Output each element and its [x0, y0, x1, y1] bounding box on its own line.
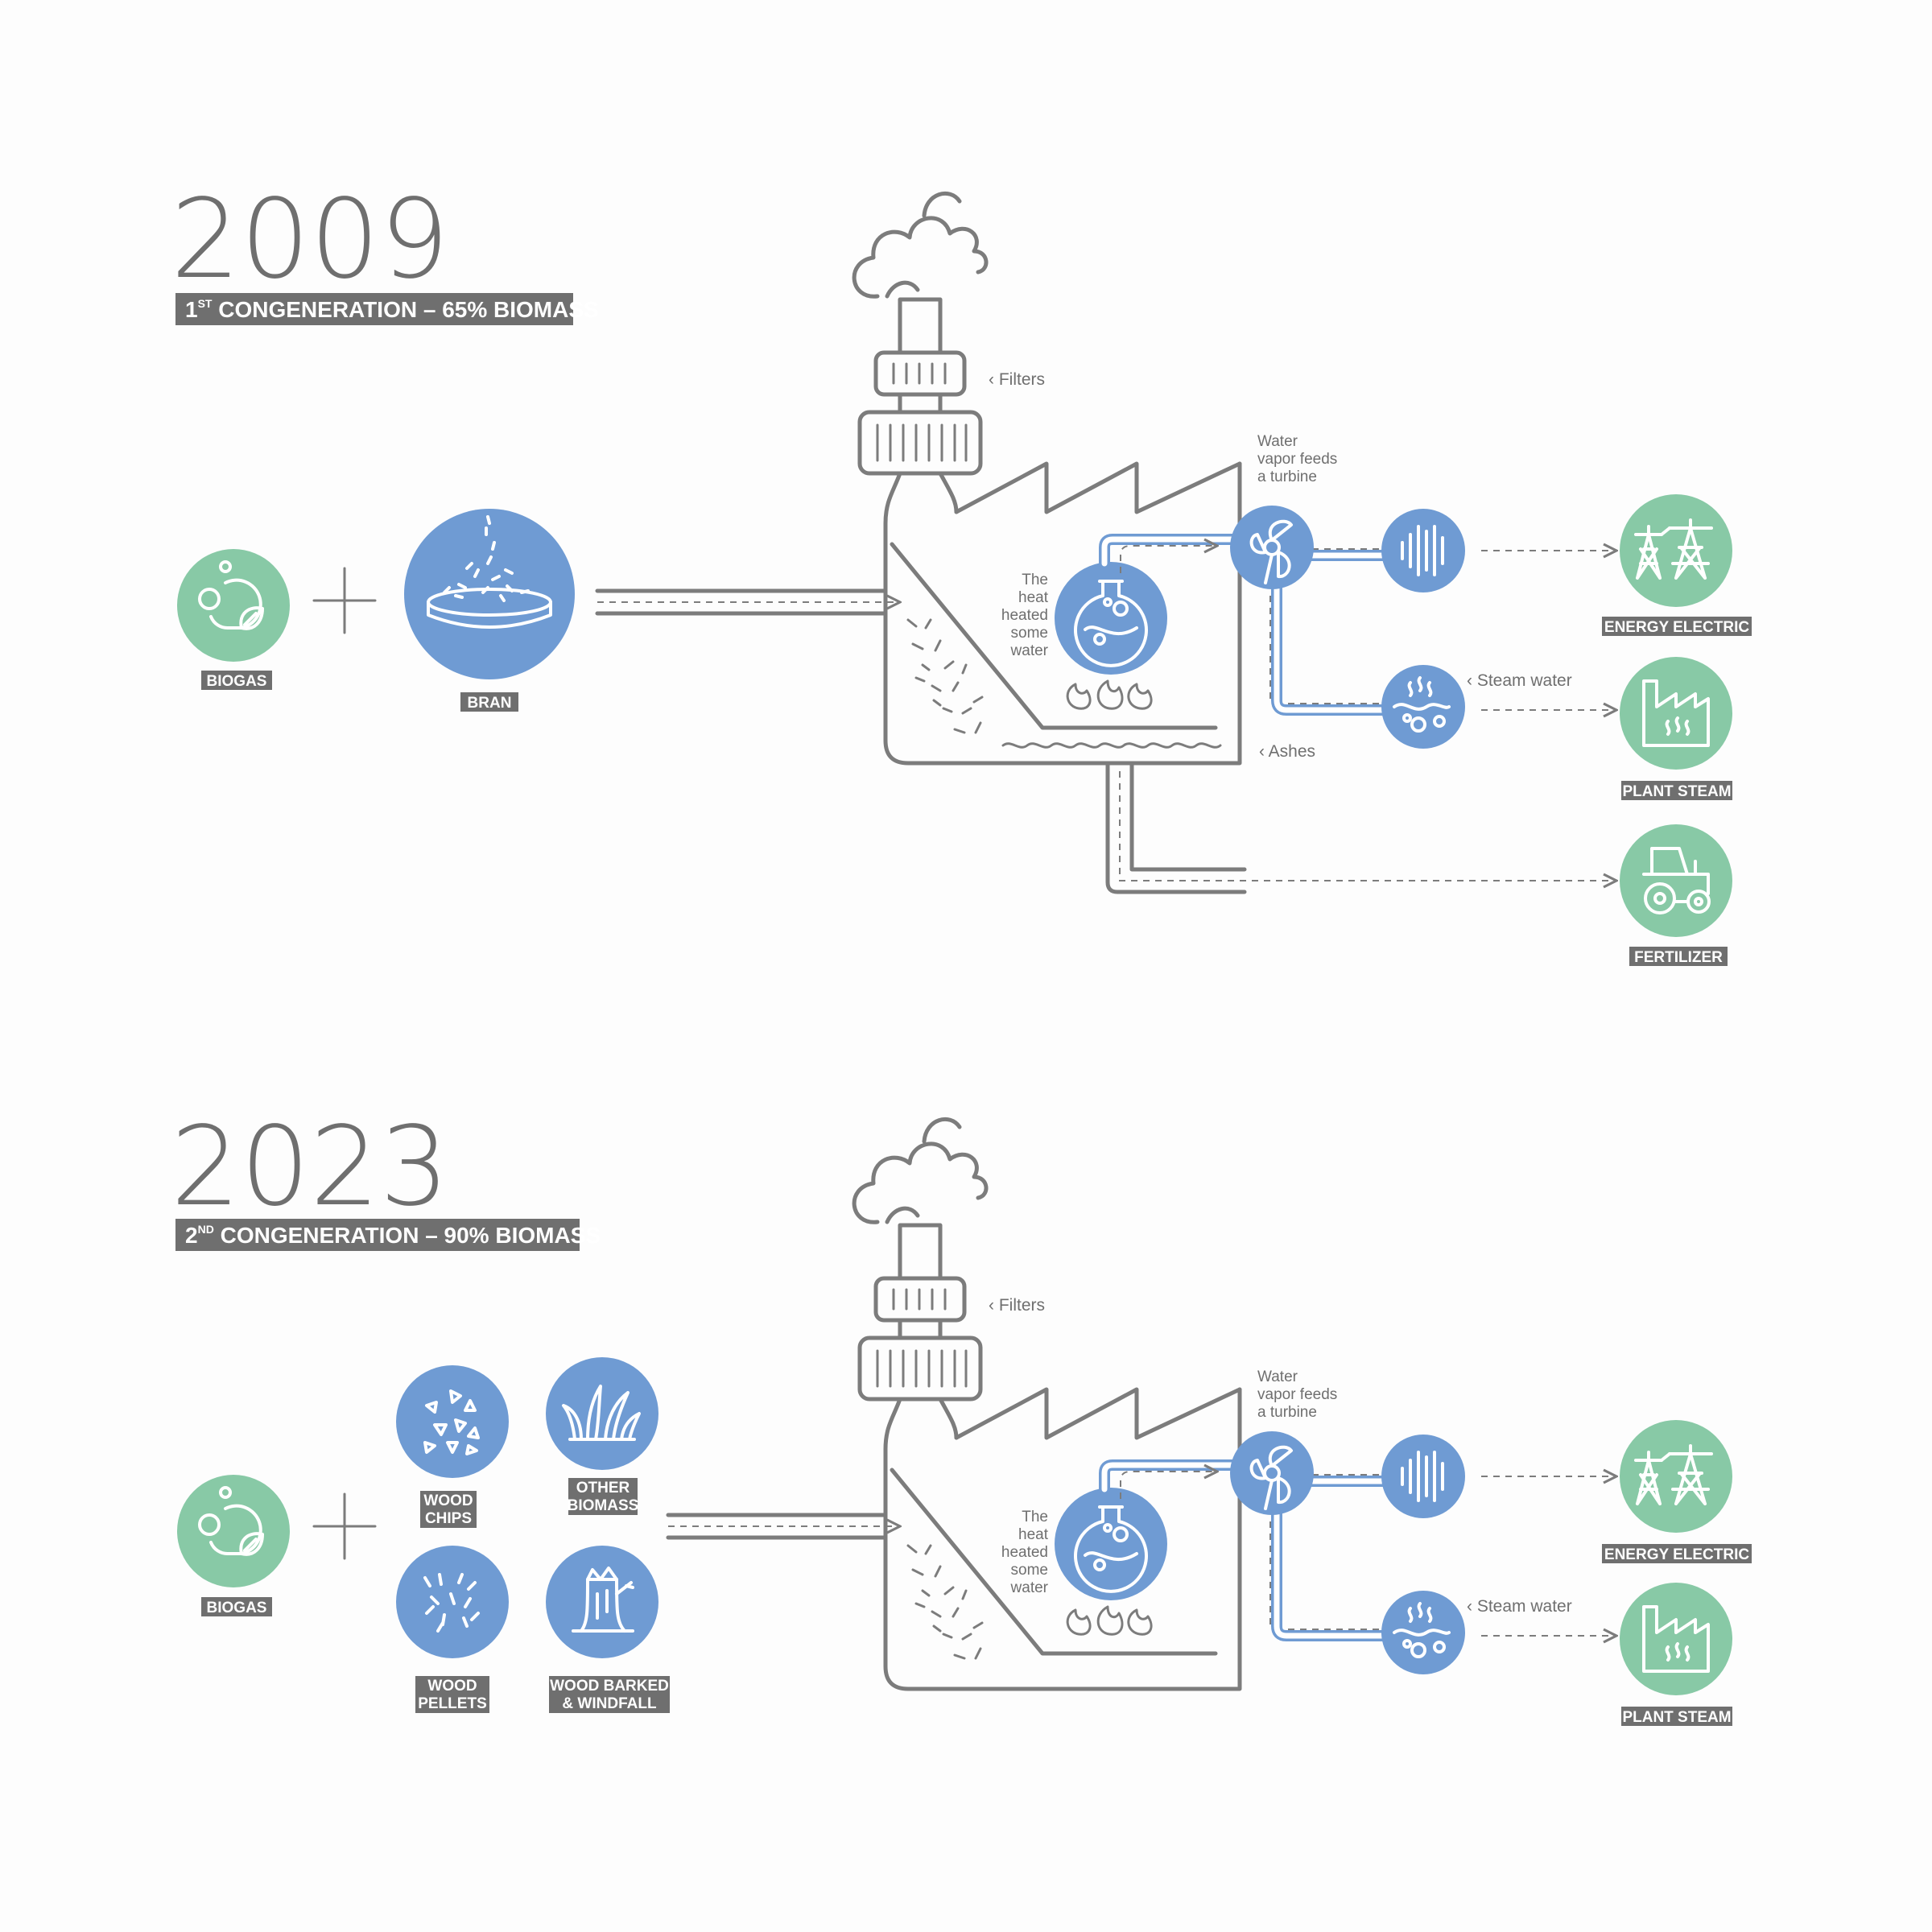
factory-outline-2009 — [854, 193, 1256, 763]
banner-2009: 1ST CONGENERATION – 65% BIOMASS — [175, 293, 599, 325]
other-biomass-label-2: BIOMASS — [568, 1497, 639, 1514]
filters-note: ‹ Filters — [989, 370, 1045, 389]
year-2023: 2023 — [171, 1104, 449, 1231]
heat-note-2023-4: some — [1011, 1562, 1048, 1579]
fertilizer-label: FERTILIZER — [1634, 949, 1723, 966]
banner-2023-text: CONGENERATION – 90% BIOMASS — [214, 1223, 601, 1248]
section-2023: 2023 2ND CONGENERATION – 90% BIOMASS BIO… — [171, 1104, 1752, 1726]
steam-water-note: ‹ Steam water — [1467, 671, 1572, 690]
steam-water-note-2023: ‹ Steam water — [1467, 1597, 1572, 1616]
biogas-label: BIOGAS — [207, 673, 267, 690]
plant-steam-label: PLANT STEAM — [1622, 783, 1731, 800]
biogas-icon-2023 — [175, 1473, 291, 1589]
wood-barked-label-1: WOOD BARKED — [550, 1678, 669, 1695]
banner-2023-ordinal: 2 — [185, 1223, 198, 1248]
section-2009: 2009 1ST CONGENERATION – 65% BIOMASS BIO… — [171, 176, 1752, 966]
biogas-icon — [175, 547, 291, 663]
heat-note-2023-1: The — [1022, 1509, 1048, 1525]
energy-electric-label-2023: ENERGY ELECTRIC — [1604, 1546, 1749, 1563]
bran-icon — [404, 509, 575, 679]
plant-steam-label-2023: PLANT STEAM — [1622, 1709, 1731, 1726]
turbine-set-2023 — [1230, 1431, 1465, 1674]
wood-chips-label-2: CHIPS — [425, 1510, 472, 1527]
water-vapor-note-3: a turbine — [1257, 469, 1317, 485]
banner-2023: 2ND CONGENERATION – 90% BIOMASS — [175, 1219, 601, 1251]
wood-chips-label-1: WOOD — [423, 1492, 473, 1509]
svg-text:1ST CONGENERATION – 65% BIOMAS: 1ST CONGENERATION – 65% BIOMASS — [185, 297, 599, 322]
heat-note-2023-5: water — [1010, 1579, 1049, 1596]
banner-2009-text: CONGENERATION – 65% BIOMASS — [212, 297, 598, 322]
heat-note-3: heated — [1001, 607, 1048, 624]
banner-2009-ordinal: 1 — [185, 297, 198, 322]
heat-note-2: heat — [1018, 589, 1049, 606]
plus-icon-2023 — [312, 1492, 377, 1560]
heat-note-4: some — [1011, 625, 1048, 642]
banner-2009-sup: ST — [198, 297, 213, 310]
factory-outline-2023 — [854, 1119, 1256, 1689]
heat-note-5: water — [1010, 642, 1049, 659]
water-vapor-note-2: vapor feeds — [1257, 451, 1337, 468]
svg-text:2ND CONGENERATION – 90% BIOMAS: 2ND CONGENERATION – 90% BIOMASS — [185, 1223, 601, 1248]
wood-chips-icon — [396, 1365, 509, 1478]
filters-note-2023: ‹ Filters — [989, 1296, 1045, 1315]
year-2009: 2009 — [171, 176, 449, 303]
energy-electric-icon-2023 — [1618, 1418, 1734, 1534]
bran-label: BRAN — [468, 695, 512, 712]
wood-pellets-label-1: WOOD — [427, 1678, 477, 1695]
other-biomass-label-1: OTHER — [576, 1480, 630, 1496]
water-vapor-note-1: Water — [1257, 433, 1298, 450]
wood-barked-label-2: & WINDFALL — [562, 1695, 657, 1712]
ashes-note: ‹ Ashes — [1259, 742, 1315, 761]
turbine-set-2009 — [1230, 506, 1465, 749]
tree-stump-icon — [546, 1546, 658, 1658]
plant-steam-icon-2023 — [1618, 1581, 1734, 1697]
water-vapor-note-2023-2: vapor feeds — [1257, 1386, 1337, 1403]
fertilizer-icon — [1618, 823, 1734, 939]
heat-note-2023-3: heated — [1001, 1544, 1048, 1561]
banner-2023-sup: ND — [198, 1223, 214, 1236]
wood-pellets-label-2: PELLETS — [418, 1695, 487, 1712]
grass-icon — [546, 1357, 658, 1470]
energy-electric-label: ENERGY ELECTRIC — [1604, 619, 1749, 636]
heat-note-2023-2: heat — [1018, 1526, 1049, 1543]
water-vapor-note-2023-1: Water — [1257, 1368, 1298, 1385]
water-vapor-note-2023-3: a turbine — [1257, 1404, 1317, 1421]
wood-pellets-icon — [396, 1546, 509, 1658]
heat-note-1: The — [1022, 572, 1048, 588]
biogas-label-2023: BIOGAS — [207, 1600, 267, 1616]
plus-icon — [312, 567, 377, 634]
energy-electric-icon — [1618, 493, 1734, 609]
plant-steam-icon — [1618, 655, 1734, 771]
